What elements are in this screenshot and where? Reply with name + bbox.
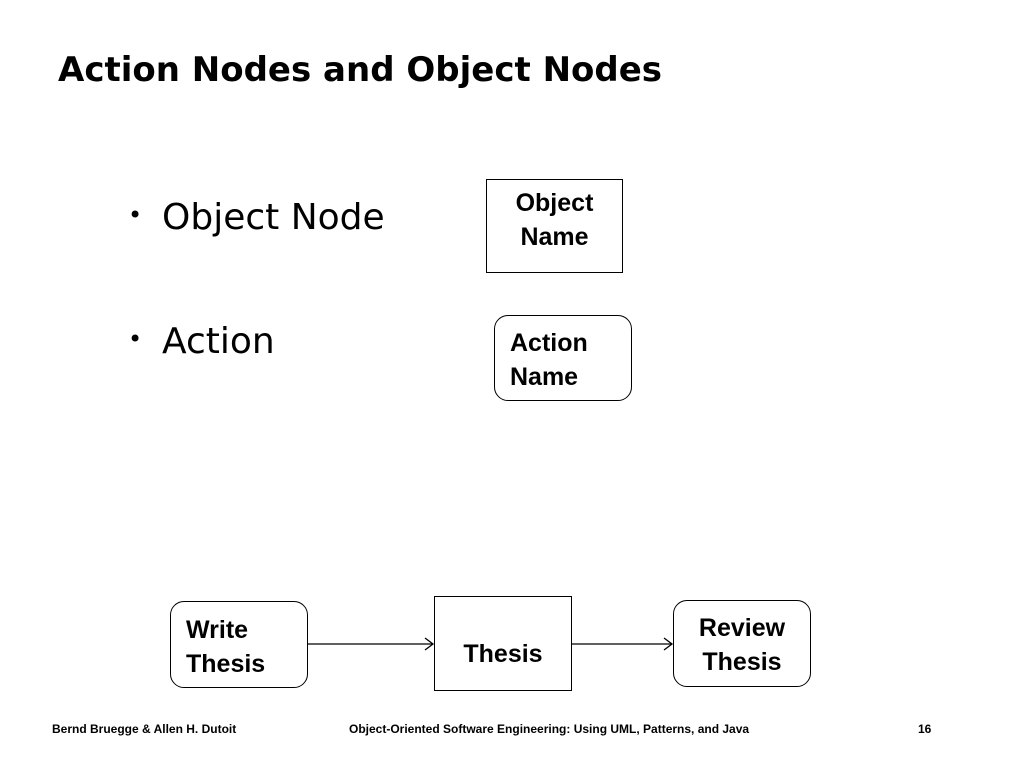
node-label-line: Object — [515, 189, 594, 217]
bullet-text: Object Node — [162, 197, 385, 238]
edge-write-to-thesis — [308, 637, 435, 651]
bullet-text: Action — [162, 321, 275, 362]
bullet-marker: • — [128, 200, 143, 229]
bullet-object-node: • Object Node — [128, 198, 385, 238]
footer-authors: Bernd Bruegge & Allen H. Dutoit — [52, 722, 237, 736]
node-label-line: Thesis — [702, 648, 782, 676]
node-label-line: Review — [698, 614, 786, 642]
flow-node-review-thesis: Review Thesis — [673, 600, 811, 687]
node-label-line: Thesis — [186, 650, 266, 678]
edge-thesis-to-review — [572, 637, 674, 651]
slide-title: Action Nodes and Object Nodes — [58, 50, 663, 90]
node-label-line: Thesis — [463, 640, 543, 668]
flow-node-write-thesis: Write Thesis — [170, 601, 308, 688]
legend-object-node: Object Name — [486, 179, 623, 273]
footer-page-number: 16 — [918, 722, 932, 736]
flow-node-thesis: Thesis — [434, 596, 572, 691]
legend-action-node: Action Name — [494, 315, 632, 401]
footer-book-title: Object-Oriented Software Engineering: Us… — [349, 722, 750, 736]
node-label-line: Name — [520, 223, 589, 251]
node-label-line: Name — [510, 363, 579, 391]
bullet-action: • Action — [128, 322, 275, 362]
node-label-line: Action — [510, 329, 588, 357]
bullet-marker: • — [128, 324, 143, 353]
node-label-line: Write — [186, 616, 249, 644]
